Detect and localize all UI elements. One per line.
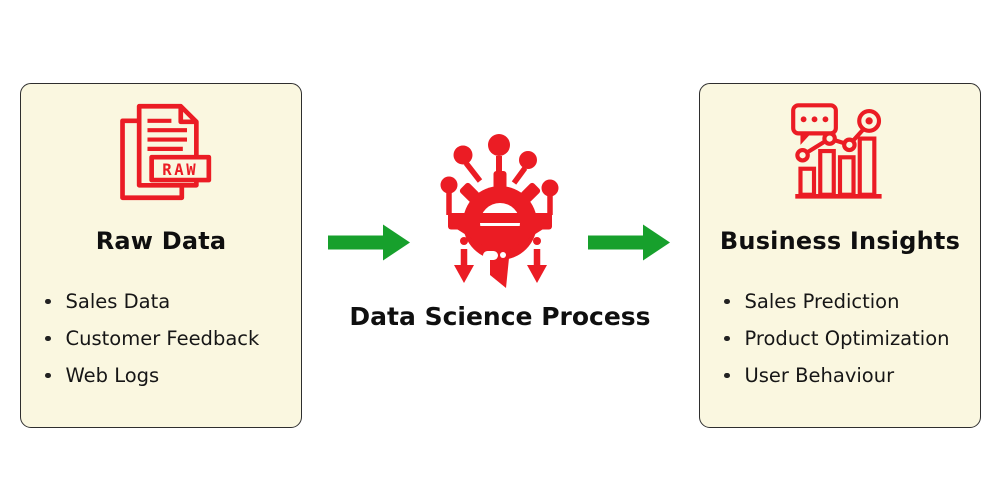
list-item: User Behaviour <box>724 357 980 394</box>
raw-data-list: Sales Data Customer Feedback Web Logs <box>21 283 301 394</box>
list-item: Product Optimization <box>724 320 980 357</box>
list-item: Sales Data <box>45 283 301 320</box>
raw-documents-icon: RAW <box>21 100 301 204</box>
list-item: Sales Prediction <box>724 283 980 320</box>
business-insights-list: Sales Prediction Product Optimization Us… <box>700 283 980 394</box>
analytics-insights-icon <box>700 100 980 204</box>
arrow-right-icon <box>588 224 670 261</box>
process-label: Data Science Process <box>349 302 651 331</box>
raw-data-title: Raw Data <box>95 227 227 255</box>
business-insights-title: Business Insights <box>719 227 961 255</box>
raw-data-card: RAW Raw Data Sales Data Customer Feedbac… <box>20 83 302 428</box>
list-item: Customer Feedback <box>45 320 301 357</box>
arrow-right-icon <box>328 224 410 261</box>
business-insights-card: Business Insights Sales Prediction Produ… <box>699 83 981 428</box>
list-item: Web Logs <box>45 357 301 394</box>
funnel-gear-process-icon <box>440 134 559 288</box>
raw-label-text: RAW <box>162 161 198 179</box>
